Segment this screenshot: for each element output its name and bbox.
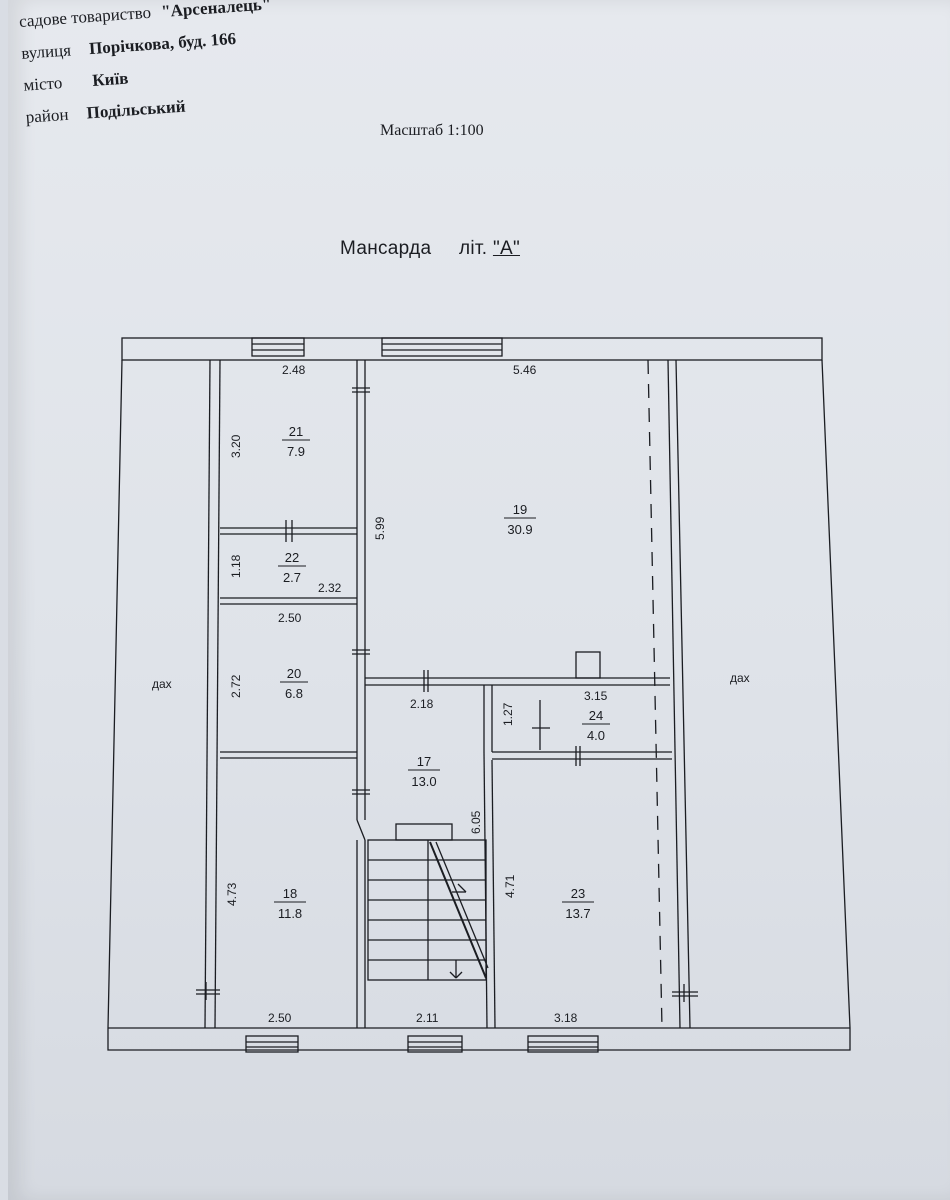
room-number: 23: [571, 886, 585, 901]
room-24: 24 4.0: [582, 708, 610, 743]
room-number: 24: [589, 708, 603, 723]
window-top-left: [251, 337, 305, 357]
room-number: 19: [513, 502, 527, 517]
room-area: 11.8: [278, 906, 302, 921]
dim-2-48: 2.48: [282, 363, 306, 377]
window-top-center: [381, 337, 503, 357]
room-number: 18: [283, 886, 297, 901]
dim-3-20: 3.20: [229, 434, 243, 458]
room-number: 21: [289, 424, 303, 439]
room-number: 22: [285, 550, 299, 565]
top-roof-strip: [121, 337, 823, 361]
room-number: 20: [287, 666, 301, 681]
window-bottom-right: [527, 1035, 599, 1053]
dim-4-71: 4.71: [503, 874, 517, 898]
plan-title-name: Мансарда: [340, 238, 432, 259]
dim-2-50-bottom: 2.50: [268, 1011, 292, 1025]
plan-title: Мансарда літ. "А": [340, 238, 520, 260]
room-area: 13.0: [411, 774, 436, 789]
dim-6-05: 6.05: [469, 810, 483, 834]
document-page: [8, 0, 950, 1200]
room-23: 23 13.7: [562, 886, 594, 921]
room-22: 22 2.7: [278, 550, 306, 585]
window-bottom-left: [245, 1035, 299, 1053]
room-area: 30.9: [507, 522, 532, 537]
slope-dashed-line: [647, 359, 663, 1029]
staircase: [367, 839, 487, 981]
plan-title-lit-value: "А": [492, 238, 520, 259]
room-area: 13.7: [565, 906, 590, 921]
room-21: 21 7.9: [282, 424, 310, 459]
dim-2-18: 2.18: [410, 697, 434, 711]
dim-1-18: 1.18: [229, 554, 243, 578]
room-area: 6.8: [285, 686, 303, 701]
scale-label: Масштаб 1:100: [380, 122, 484, 139]
roof-label-left: дах: [152, 677, 172, 691]
room-20: 20 6.8: [280, 666, 308, 701]
dim-5-99: 5.99: [373, 516, 387, 540]
room-19: 19 30.9: [504, 502, 536, 537]
left-knee-wall: [204, 359, 211, 1029]
dim-3-15: 3.15: [584, 689, 608, 703]
room-area: 2.7: [283, 570, 301, 585]
room-area: 7.9: [287, 444, 305, 459]
dim-3-18: 3.18: [554, 1011, 578, 1025]
plan-title-lit-label: літ.: [458, 238, 488, 259]
room-area: 4.0: [587, 728, 605, 743]
roof-label-right: дах: [730, 671, 750, 685]
right-knee-wall: [667, 359, 681, 1029]
room-number: 17: [417, 754, 431, 769]
room-18: 18 11.8: [274, 886, 306, 921]
dim-2-11: 2.11: [416, 1011, 439, 1025]
dim-2-72: 2.72: [229, 674, 243, 698]
chimney: [575, 651, 601, 679]
window-bottom-center: [407, 1035, 463, 1053]
dim-1-27: 1.27: [501, 702, 515, 726]
dim-5-46: 5.46: [513, 363, 537, 377]
dim-2-50-top: 2.50: [278, 611, 302, 625]
room-17: 17 13.0: [408, 754, 440, 789]
outer-wall: [107, 359, 851, 1051]
dim-4-73: 4.73: [225, 882, 239, 906]
dim-2-32: 2.32: [318, 581, 342, 595]
